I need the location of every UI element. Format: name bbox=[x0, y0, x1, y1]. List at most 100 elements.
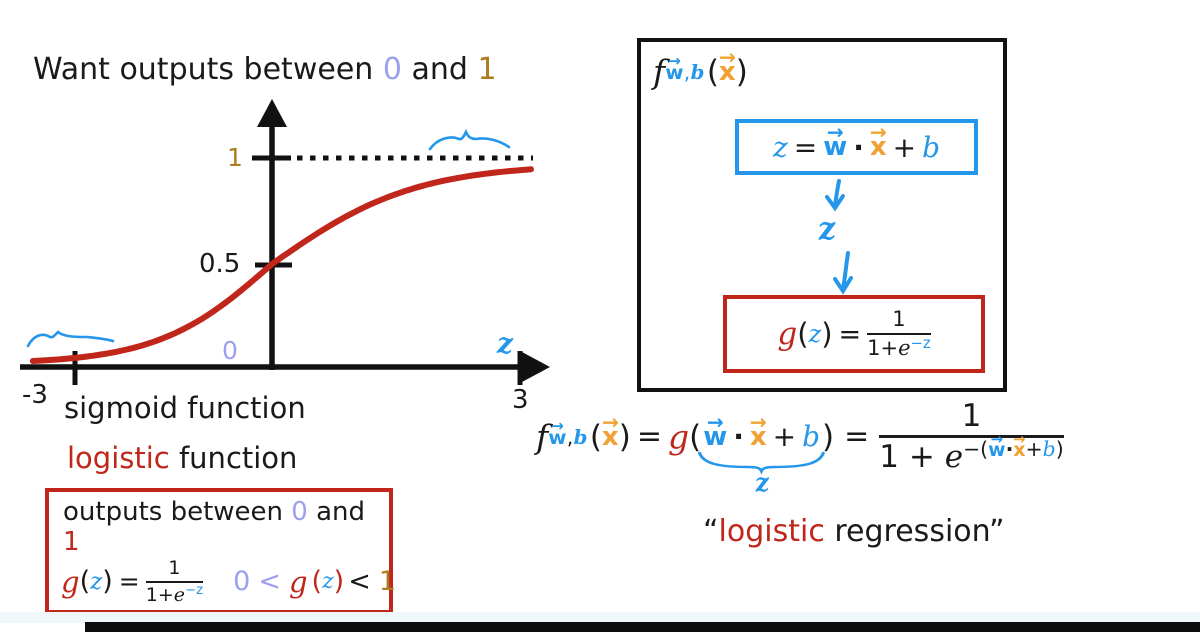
model-flow-box bbox=[637, 38, 1007, 392]
fwb-header: f →w,b ( →x ) bbox=[653, 46, 748, 91]
squiggle-bottom-icon bbox=[26, 330, 115, 348]
down-arrow-icon bbox=[841, 251, 850, 291]
numerator: 1 bbox=[168, 557, 181, 579]
wb-subscript: →w,b bbox=[548, 418, 588, 449]
ineq-one: 1 bbox=[378, 566, 397, 598]
w-vector: →w bbox=[988, 433, 1005, 461]
numerator: 1 bbox=[892, 306, 906, 331]
w-symbol: w bbox=[703, 421, 728, 452]
exponent-group: −(→w·→x+b) bbox=[963, 433, 1064, 461]
dot-operator: · bbox=[1005, 436, 1014, 461]
den-text: 1 + bbox=[879, 439, 945, 476]
fraction-bar bbox=[879, 435, 1064, 439]
rparen: ) bbox=[735, 53, 748, 90]
x-vector: →x bbox=[870, 122, 887, 160]
y-axis-arrow-icon bbox=[257, 99, 287, 127]
x-vector: →x bbox=[1013, 433, 1026, 461]
g-symbol: g bbox=[61, 564, 80, 599]
gz-formula-line: g ( z ) = 1 1+e−z 0 < g ( z ) < 1 bbox=[61, 557, 396, 606]
lparen: ( bbox=[706, 53, 719, 90]
sigmoid-curve bbox=[29, 166, 534, 364]
exp-close: ) bbox=[1055, 436, 1064, 461]
sigmoid-fraction: 1 1+e−z bbox=[867, 306, 931, 360]
z-symbol: z bbox=[772, 130, 788, 164]
big-fraction: 1 1 + e−(→w·→x+b) bbox=[879, 399, 1064, 476]
lparen: ( bbox=[589, 418, 602, 455]
g-symbol: g bbox=[777, 316, 798, 352]
z-symbol: z bbox=[808, 320, 822, 348]
inequality: 0 < g ( z ) < 1 bbox=[229, 565, 400, 599]
y-tick-label-1: 1 bbox=[227, 143, 243, 172]
vector-arrow-icon: → bbox=[1013, 431, 1026, 449]
regression-word: regression” bbox=[824, 514, 1005, 549]
plus-operator: + bbox=[772, 420, 797, 454]
title-one: 1 bbox=[477, 52, 497, 87]
equals: = bbox=[844, 419, 870, 455]
denominator: 1+e−z bbox=[145, 583, 204, 606]
f-symbol: f bbox=[536, 417, 549, 457]
sigmoid-caption: sigmoid function bbox=[64, 391, 306, 425]
rparen: ) bbox=[333, 566, 345, 598]
logistic-word: logistic bbox=[718, 514, 825, 549]
squiggle-top-icon bbox=[428, 128, 511, 151]
b-symbol: b bbox=[1042, 436, 1056, 461]
bottom-light-strip bbox=[0, 612, 1200, 623]
less-than: < bbox=[348, 566, 371, 598]
vector-arrow-icon: → bbox=[667, 51, 682, 70]
x-tick-label-neg3: -3 bbox=[22, 380, 48, 410]
lparen: ( bbox=[311, 566, 323, 598]
logistic-word: logistic bbox=[67, 441, 170, 475]
rparen: ) bbox=[618, 418, 631, 455]
origin-label-0: 0 bbox=[222, 336, 238, 365]
den-text: 1+ bbox=[145, 583, 174, 606]
w-vector: →w bbox=[823, 122, 847, 160]
logistic-regression-quote: “logistic regression” bbox=[703, 514, 1005, 549]
open-quote: “ bbox=[703, 514, 719, 549]
outputs-line: outputs between 0 and 1 bbox=[63, 497, 389, 557]
ineq-zero: 0 bbox=[233, 566, 251, 598]
outputs-text: outputs between bbox=[63, 497, 292, 527]
brace-z-label: z bbox=[753, 467, 771, 498]
vector-arrow-icon: → bbox=[550, 416, 565, 435]
logistic-caption: logistic function bbox=[67, 441, 297, 475]
exponent-minus-z: −z bbox=[185, 583, 204, 599]
g-equation-box: g ( z ) = 1 1+e−z bbox=[723, 295, 985, 373]
sigmoid-fraction: 1 1+e−z bbox=[145, 557, 204, 606]
equals: = bbox=[838, 318, 862, 350]
rparen: ) bbox=[822, 418, 835, 455]
wb-subscript: →w,b bbox=[665, 53, 705, 84]
comma: , bbox=[683, 60, 691, 84]
bottom-bar bbox=[85, 622, 1200, 632]
outputs-box: outputs between 0 and 1 g ( z ) = 1 1+e−… bbox=[45, 488, 396, 614]
z-axis-label: z bbox=[497, 327, 513, 360]
x-vector: →x bbox=[601, 412, 619, 452]
plus-operator: + bbox=[1025, 436, 1043, 461]
w-symbol: w bbox=[665, 60, 684, 84]
vector-arrow-icon: → bbox=[706, 409, 724, 434]
vector-arrow-icon: → bbox=[826, 120, 844, 145]
g-symbol: g bbox=[288, 564, 308, 599]
handwritten-z: z bbox=[816, 210, 838, 248]
w-vector: →w bbox=[665, 53, 684, 84]
b-symbol: b bbox=[573, 424, 588, 449]
x-symbol: x bbox=[601, 421, 619, 452]
f-symbol: f bbox=[653, 52, 666, 91]
comma: , bbox=[566, 425, 574, 449]
fraction-bar bbox=[867, 333, 931, 335]
z-symbol: z bbox=[322, 569, 334, 595]
rparen: ) bbox=[821, 317, 833, 351]
outputs-and: and bbox=[307, 497, 365, 527]
z-equation-box: z = →w · →x + b bbox=[735, 119, 978, 175]
outputs-zero: 0 bbox=[291, 497, 308, 527]
dot-operator: · bbox=[853, 130, 864, 164]
x-symbol: x bbox=[1013, 439, 1026, 461]
den-text: 1+ bbox=[867, 336, 899, 360]
fraction-bar bbox=[145, 580, 204, 583]
b-symbol: b bbox=[922, 130, 941, 164]
wxb-argument: →w · →x + b z bbox=[698, 412, 826, 498]
vector-arrow-icon: → bbox=[601, 409, 619, 434]
x-tick-label-3: 3 bbox=[512, 385, 529, 415]
vector-arrow-icon: → bbox=[990, 431, 1004, 449]
down-arrow-head-icon bbox=[833, 276, 853, 295]
